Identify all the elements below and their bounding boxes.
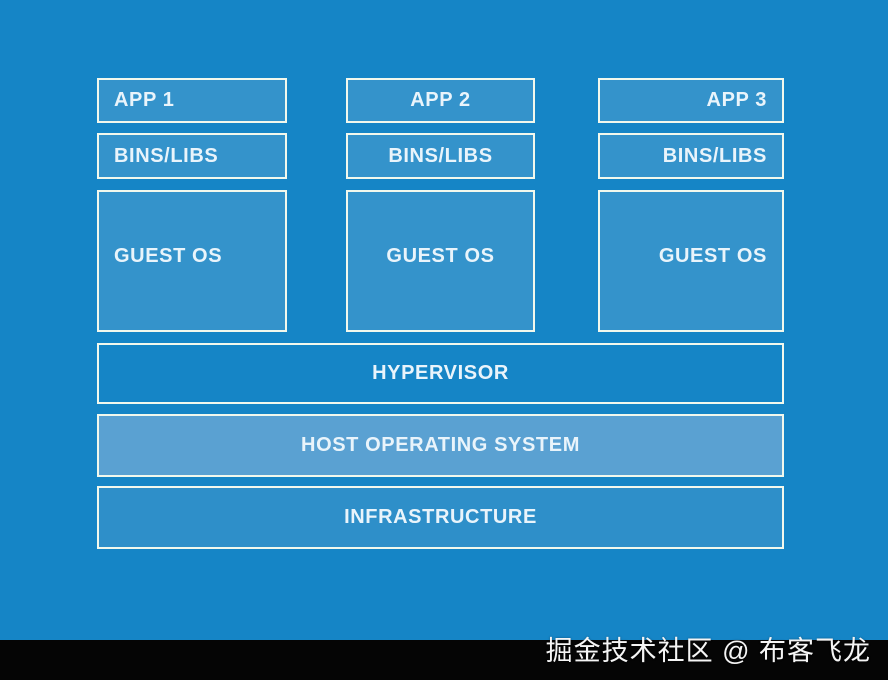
hypervisor-label: HYPERVISOR	[372, 362, 509, 384]
host-operating-system-label: HOST OPERATING SYSTEM	[301, 434, 580, 456]
app-3-box: APP 3	[598, 78, 784, 123]
app-2-label: APP 2	[410, 89, 471, 111]
watermark-text: 掘金技术社区 @ 布客飞龙	[545, 636, 871, 666]
bottom-black-bar	[0, 640, 888, 680]
bins-libs-3-label: BINS/LIBS	[662, 144, 767, 167]
app-3-label: APP 3	[706, 89, 767, 111]
infrastructure-layer: INFRASTRUCTURE	[97, 486, 784, 549]
app-2-box: APP 2	[346, 78, 535, 123]
app-1-box: APP 1	[97, 78, 287, 123]
hypervisor-layer: HYPERVISOR	[97, 343, 784, 404]
bins-libs-3-box: BINS/LIBS	[598, 133, 784, 179]
guest-os-1-label: GUEST OS	[114, 244, 223, 267]
infrastructure-label: INFRASTRUCTURE	[344, 506, 537, 528]
bins-libs-2-box: BINS/LIBS	[346, 133, 535, 179]
bins-libs-1-label: BINS/LIBS	[114, 144, 219, 167]
guest-os-3-label: GUEST OS	[658, 244, 767, 267]
app-1-label: APP 1	[114, 89, 175, 111]
guest-os-2-label: GUEST OS	[386, 244, 495, 267]
host-operating-system-layer: HOST OPERATING SYSTEM	[97, 414, 784, 477]
bins-libs-1-box: BINS/LIBS	[97, 133, 287, 179]
bins-libs-2-label: BINS/LIBS	[388, 144, 493, 167]
guest-os-2-box: GUEST OS	[346, 190, 535, 332]
guest-os-3-box: GUEST OS	[598, 190, 784, 332]
guest-os-1-box: GUEST OS	[97, 190, 287, 332]
